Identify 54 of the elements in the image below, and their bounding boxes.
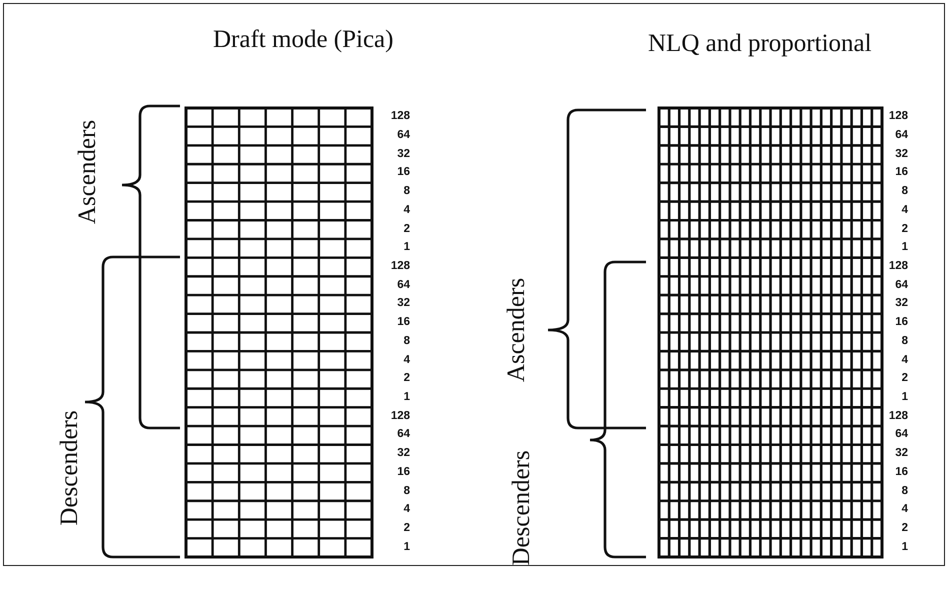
panel-heading: NLQ and proportional	[648, 30, 872, 58]
bit-value: 1	[402, 392, 410, 404]
bit-value: 32	[894, 148, 908, 160]
bit-value: 8	[402, 486, 410, 498]
bit-value: 4	[402, 204, 410, 216]
bit-value: 16	[894, 317, 908, 329]
bit-value: 8	[900, 186, 908, 198]
bit-value: 4	[402, 504, 410, 516]
bit-value: 2	[402, 224, 410, 236]
bit-value: 16	[396, 317, 410, 329]
bit-value: 8	[900, 336, 908, 348]
bit-value: 1	[900, 392, 908, 404]
bit-value: 128	[888, 111, 908, 123]
bit-value: 64	[396, 429, 410, 441]
bit-value: 32	[894, 298, 908, 310]
bit-value: 64	[894, 429, 908, 441]
bit-value: 32	[396, 448, 410, 460]
brace-label: Ascenders	[74, 120, 102, 224]
bit-value: 2	[900, 373, 908, 385]
bit-value: 8	[402, 186, 410, 198]
bit-value: 16	[894, 466, 908, 478]
bit-value: 64	[396, 130, 410, 142]
bit-value: 32	[396, 148, 410, 160]
bit-value: 1	[402, 542, 410, 554]
bit-value: 128	[390, 410, 410, 422]
panel-heading: Draft mode (Pica)	[213, 26, 394, 54]
brace-label: Ascenders	[503, 278, 531, 382]
bit-value: 4	[900, 354, 908, 366]
bit-value: 1	[900, 542, 908, 554]
brace-label: Descenders	[56, 410, 84, 526]
bit-value: 64	[894, 280, 908, 292]
bit-value: 8	[402, 336, 410, 348]
bit-value: 1	[402, 242, 410, 254]
bit-value: 16	[894, 167, 908, 179]
brace-label: Descenders	[508, 450, 536, 566]
bit-value: 16	[396, 466, 410, 478]
bit-value: 128	[390, 111, 410, 123]
bit-value: 2	[402, 373, 410, 385]
bit-value: 128	[888, 410, 908, 422]
bit-value: 128	[390, 261, 410, 273]
bit-value: 2	[900, 224, 908, 236]
bit-value: 128	[888, 261, 908, 273]
bit-value: 2	[900, 522, 908, 534]
bit-value: 8	[900, 486, 908, 498]
bit-value: 64	[396, 280, 410, 292]
bit-value: 4	[900, 504, 908, 516]
bit-value: 16	[396, 167, 410, 179]
bit-value: 4	[402, 354, 410, 366]
bit-value: 1	[900, 242, 908, 254]
bit-value: 64	[894, 130, 908, 142]
bit-value: 32	[894, 448, 908, 460]
bit-value: 2	[402, 522, 410, 534]
bit-value: 4	[900, 204, 908, 216]
bit-value: 32	[396, 298, 410, 310]
